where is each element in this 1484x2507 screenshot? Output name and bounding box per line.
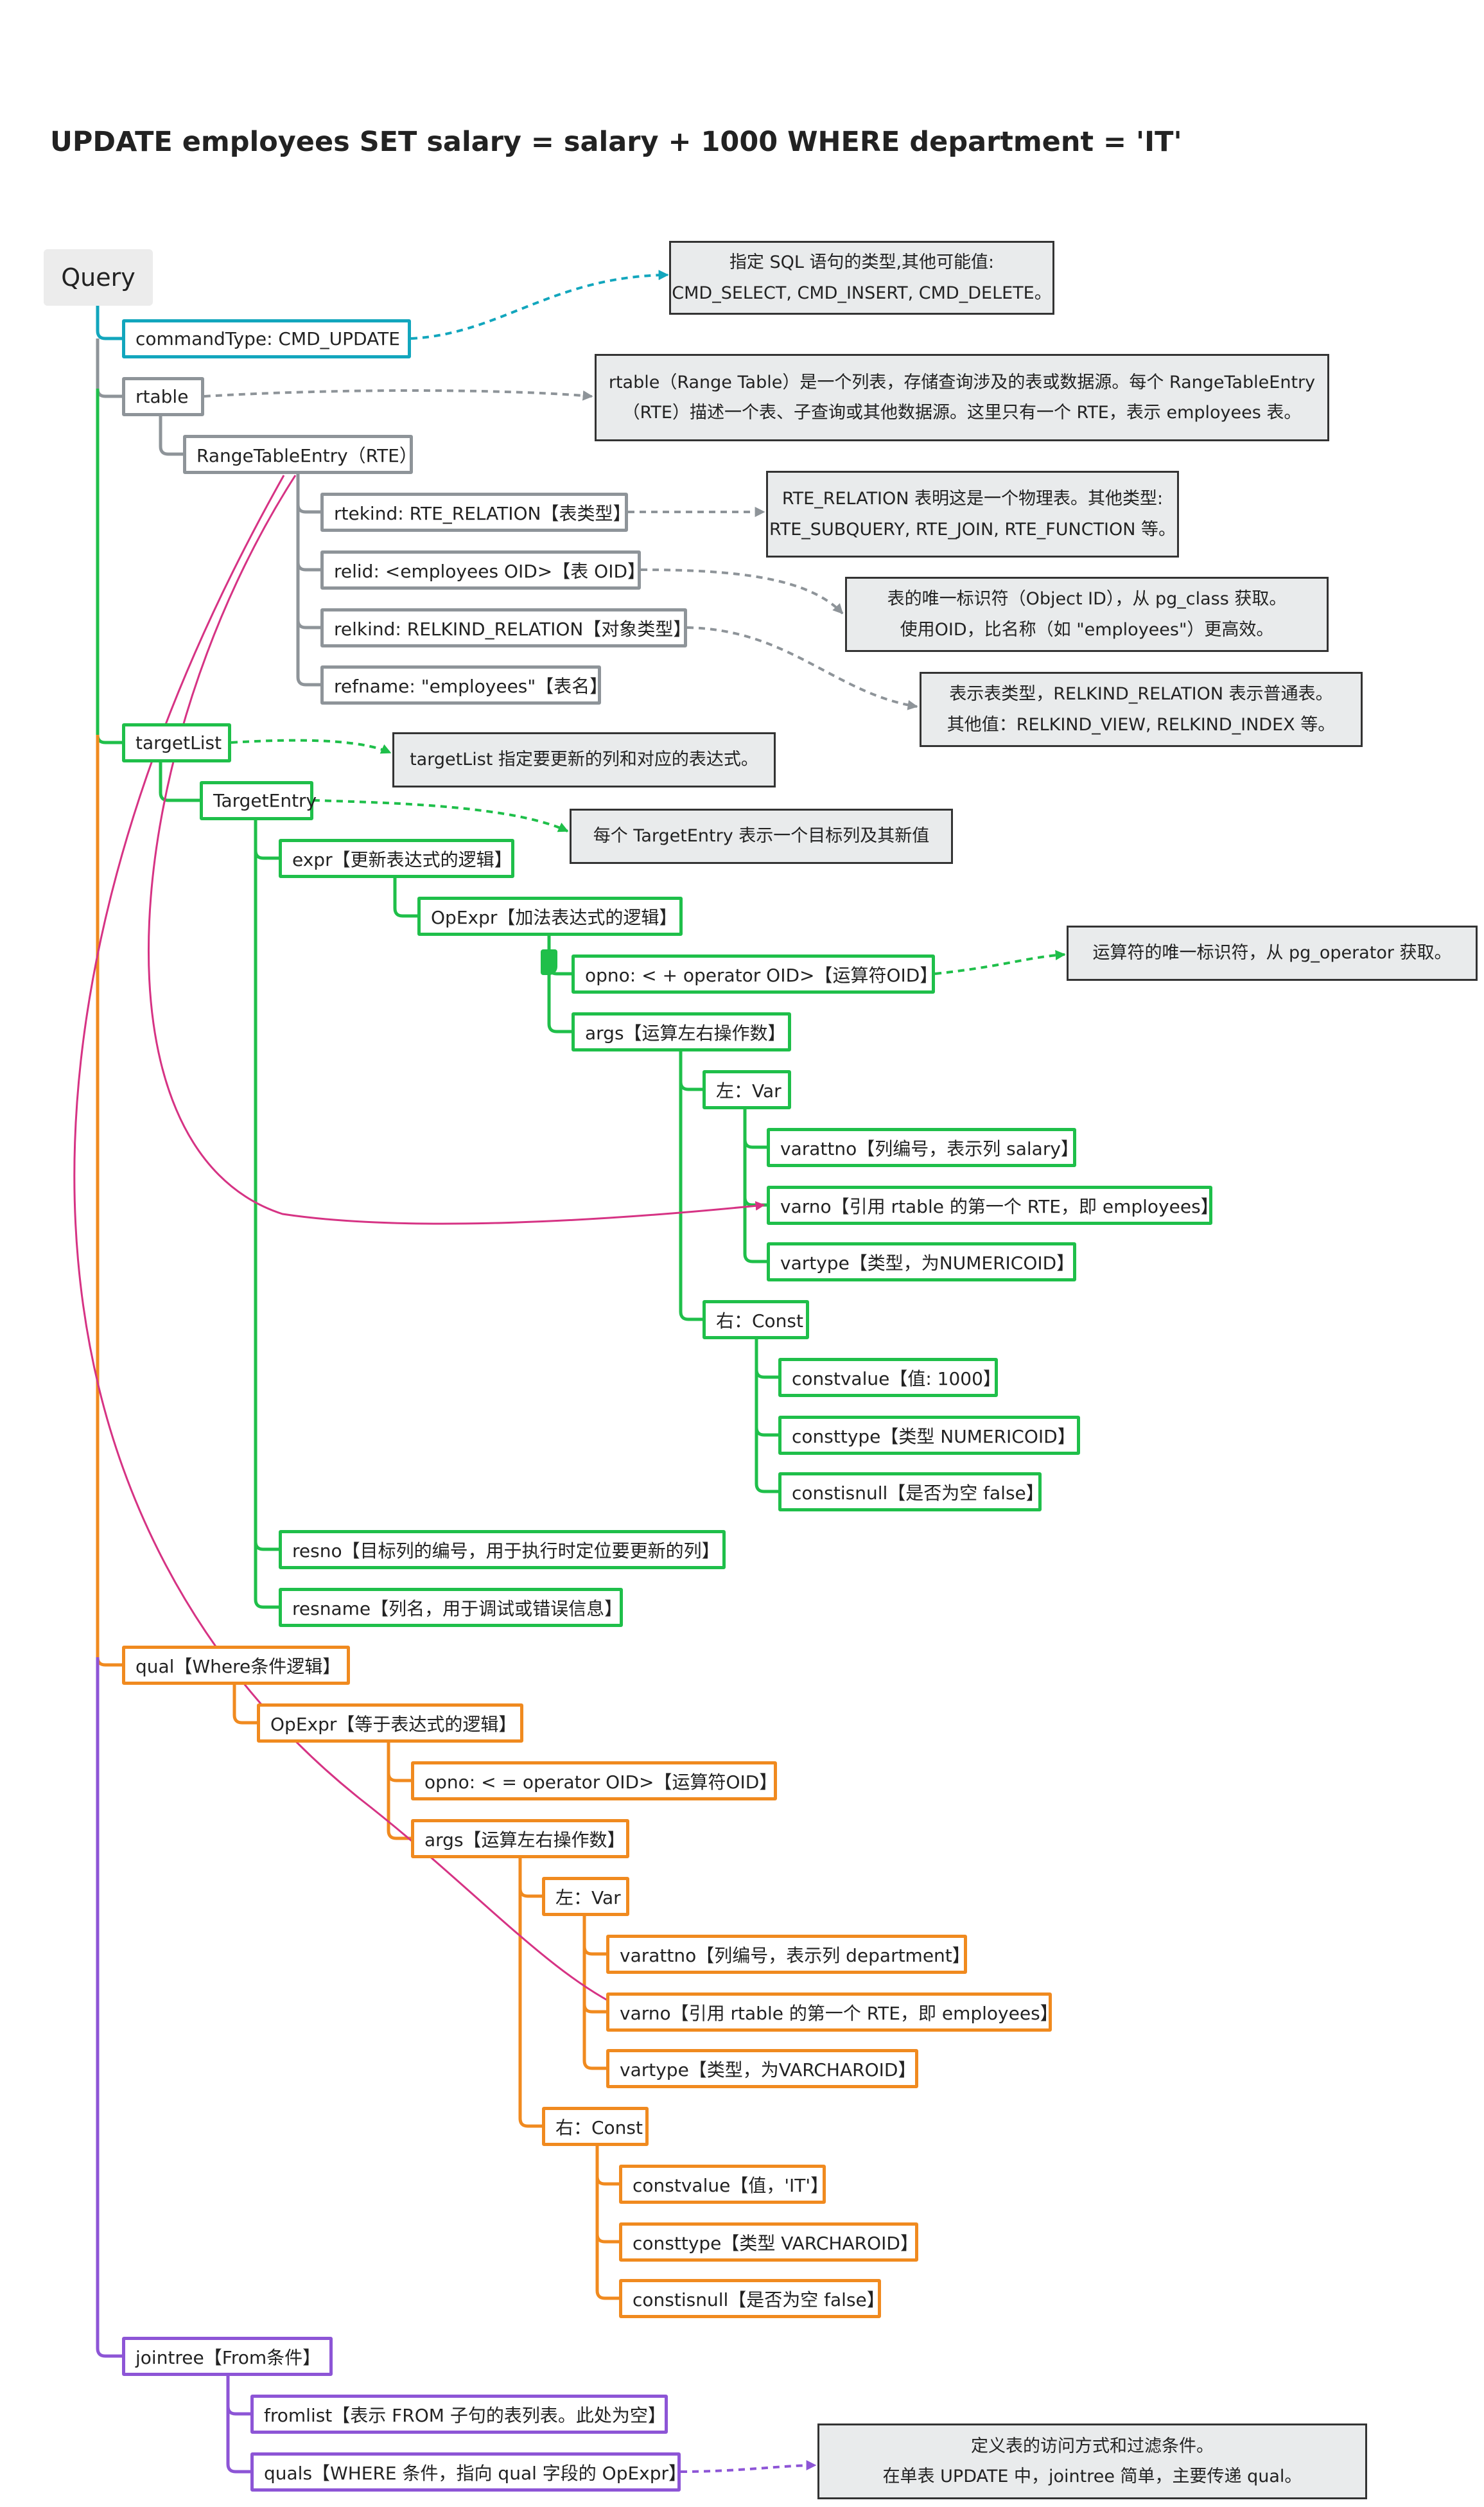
note-link-quals bbox=[680, 2460, 817, 2473]
qual-node[interactable]: qual【Where条件逻辑】 bbox=[122, 1646, 350, 1685]
refname-node[interactable]: refname: "employees"【表名】 bbox=[320, 665, 607, 705]
diagram-title: UPDATE employees SET salary = salary + 1… bbox=[50, 126, 1182, 158]
branch-rte-children bbox=[296, 473, 320, 687]
note-link-rtable bbox=[204, 389, 593, 401]
trunk-orange bbox=[96, 735, 122, 1667]
trunk-gray bbox=[96, 339, 122, 398]
add-right-const-node[interactable]: 右：Const bbox=[703, 1300, 809, 1339]
const-it-value-node[interactable]: constvalue【值，'IT'】 bbox=[619, 2165, 828, 2204]
eq-right-const-node[interactable]: 右：Const bbox=[542, 2107, 649, 2146]
branch-qual-opexpr bbox=[232, 1684, 257, 1725]
salary-varattno-node[interactable]: varattno【列编号，表示列 salary】 bbox=[767, 1128, 1079, 1167]
note-link-opno bbox=[934, 950, 1066, 975]
branch-left-var-children bbox=[743, 1109, 767, 1263]
note-link-target-entry bbox=[313, 799, 569, 832]
varchar-consttype-node[interactable]: consttype【类型 VARCHAROID】 bbox=[619, 2222, 918, 2262]
add-opno-node[interactable]: opno: < + operator OID>【运算符OID】 bbox=[572, 954, 938, 994]
opno-marker-icon bbox=[541, 949, 557, 975]
add-args-node[interactable]: args【运算左右操作数】 bbox=[572, 1012, 791, 1051]
note-opno: 运算符的唯一标识符，从 pg_operator 获取。 bbox=[1067, 926, 1478, 981]
note-relid: 表的唯一标识符（Object ID），从 pg_class 获取。 使用OID，… bbox=[845, 577, 1329, 652]
numeric-consttype-node[interactable]: consttype【类型 NUMERICOID】 bbox=[778, 1416, 1080, 1455]
trunk-green bbox=[96, 389, 122, 744]
note-quals: 定义表的访问方式和过滤条件。 在单表 UPDATE 中，jointree 简单，… bbox=[817, 2423, 1367, 2499]
eq-left-var-node[interactable]: 左：Var bbox=[542, 1877, 629, 1916]
note-target-entry: 每个 TargetEntry 表示一个目标列及其新值 bbox=[570, 809, 953, 864]
varchar-constisnull-node[interactable]: constisnull【是否为空 false】 bbox=[619, 2279, 885, 2318]
eq-args-node[interactable]: args【运算左右操作数】 bbox=[411, 1819, 629, 1858]
salary-varno-node[interactable]: varno【引用 rtable 的第一个 RTE，即 employees】 bbox=[767, 1186, 1219, 1225]
branch-qual-opexpr-children bbox=[387, 1742, 411, 1840]
resname-node[interactable]: resname【列名，用于调试或错误信息】 bbox=[279, 1588, 623, 1627]
query-node[interactable]: Query bbox=[44, 249, 153, 306]
branch-expr-opexpr bbox=[393, 877, 417, 918]
command-type-node[interactable]: commandType: CMD_UPDATE bbox=[122, 319, 411, 358]
note-target-list: targetList 指定要更新的列和对应的表达式。 bbox=[392, 732, 776, 787]
branch-targetlist-entry bbox=[159, 762, 200, 802]
expr-node[interactable]: expr【更新表达式的逻辑】 bbox=[279, 839, 514, 878]
jointree-node[interactable]: jointree【From条件】 bbox=[122, 2337, 333, 2376]
target-entry-node[interactable]: TargetEntry bbox=[200, 781, 317, 820]
branch-rtable-rte bbox=[159, 416, 183, 456]
numeric-constisnull-node[interactable]: constisnull【是否为空 false】 bbox=[778, 1472, 1044, 1511]
eq-opno-node[interactable]: opno: < = operator OID>【运算符OID】 bbox=[411, 1761, 777, 1800]
department-vartype-node[interactable]: vartype【类型，为VARCHAROID】 bbox=[606, 2049, 918, 2088]
branch-entry-children bbox=[254, 820, 279, 1609]
relkind-node[interactable]: relkind: RELKIND_RELATION【对象类型】 bbox=[320, 608, 691, 647]
quals-node[interactable]: quals【WHERE 条件，指向 qual 字段的 OpExpr】 bbox=[250, 2452, 686, 2492]
branch-qual-const-children bbox=[595, 2145, 619, 2300]
reference-arrow-qual-varno bbox=[73, 475, 632, 2013]
note-link-relid bbox=[640, 568, 844, 615]
branch-args-children bbox=[679, 1051, 703, 1321]
rtable-node[interactable]: rtable bbox=[122, 377, 204, 416]
branch-qual-args-children bbox=[518, 1858, 542, 2128]
rtekind-node[interactable]: rtekind: RTE_RELATION【表类型】 bbox=[320, 493, 631, 532]
trunk-purple bbox=[96, 1657, 122, 2358]
note-rtekind: RTE_RELATION 表明这是一个物理表。其他类型: RTE_SUBQUER… bbox=[766, 471, 1179, 558]
relid-node[interactable]: relid: <employees OID>【表 OID】 bbox=[320, 550, 645, 590]
branch-qual-var-children bbox=[582, 1915, 606, 2070]
note-link-command-type bbox=[410, 270, 669, 340]
add-left-var-node[interactable]: 左：Var bbox=[703, 1070, 791, 1109]
department-varattno-node[interactable]: varattno【列编号，表示列 department】 bbox=[606, 1935, 970, 1974]
note-rtable: rtable（Range Table）是一个列表，存储查询涉及的表或数据源。每个… bbox=[595, 354, 1329, 441]
add-opexpr-node[interactable]: OpExpr【加法表达式的逻辑】 bbox=[417, 897, 683, 936]
rte-node[interactable]: RangeTableEntry（RTE） bbox=[183, 435, 417, 474]
trunk-teal bbox=[96, 306, 122, 340]
target-list-node[interactable]: targetList bbox=[122, 723, 231, 762]
salary-vartype-node[interactable]: vartype【类型，为NUMERICOID】 bbox=[767, 1242, 1076, 1281]
note-link-targetlist bbox=[231, 739, 392, 754]
note-relkind: 表示表类型，RELKIND_RELATION 表示普通表。 其他值：RELKIN… bbox=[920, 672, 1363, 747]
eq-opexpr-node[interactable]: OpExpr【等于表达式的逻辑】 bbox=[257, 1703, 523, 1743]
reference-arrow-target-varno bbox=[147, 475, 765, 1225]
note-link-relkind bbox=[686, 626, 918, 710]
resno-node[interactable]: resno【目标列的编号，用于执行时定位要更新的列】 bbox=[279, 1530, 726, 1569]
department-varno-node[interactable]: varno【引用 rtable 的第一个 RTE，即 employees】 bbox=[606, 1992, 1058, 2032]
note-command-type: 指定 SQL 语句的类型,其他可能值: CMD_SELECT, CMD_INSE… bbox=[669, 241, 1054, 315]
branch-jointree-children bbox=[226, 2375, 250, 2474]
branch-right-const-children bbox=[755, 1339, 778, 1493]
fromlist-node[interactable]: fromlist【表示 FROM 子句的表列表。此处为空】 bbox=[250, 2395, 668, 2434]
const-1000-value-node[interactable]: constvalue【值: 1000】 bbox=[778, 1358, 1001, 1397]
